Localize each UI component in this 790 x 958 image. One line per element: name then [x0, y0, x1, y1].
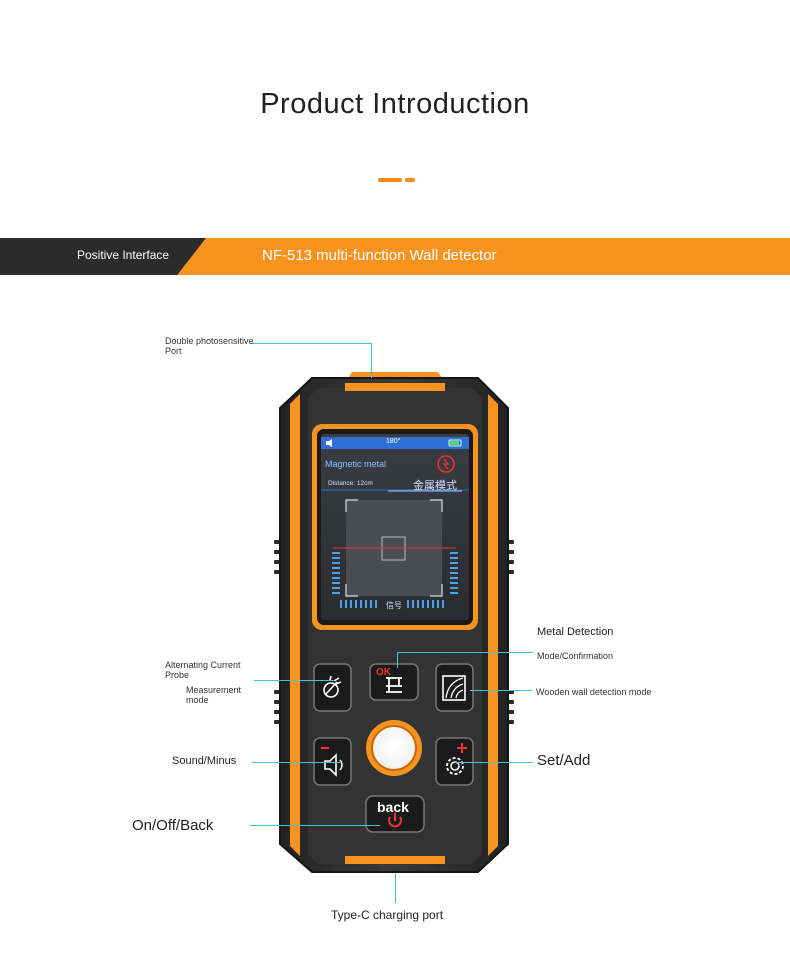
- wood-mode-button: [435, 663, 474, 712]
- lens-window: [366, 720, 422, 776]
- screen-signal-label: 信号: [386, 601, 402, 610]
- leader-set: [455, 762, 533, 763]
- sound-minus-button: [313, 737, 352, 786]
- title-accent-dash: [378, 178, 402, 182]
- ok-button: [369, 663, 419, 701]
- leader-wood: [470, 690, 532, 691]
- callout-mode-confirmation: Mode/Confirmation: [537, 651, 614, 661]
- leader-double-port-v: [371, 343, 372, 378]
- speaker-icon: [326, 439, 332, 447]
- ac-probe-button: [313, 663, 352, 712]
- leader-ok-h: [397, 652, 533, 653]
- leader-double-port-h: [251, 343, 371, 344]
- callout-on-off-back: On/Off/Back: [132, 817, 214, 834]
- callout-double-port: Double photosensitive Port: [165, 336, 254, 356]
- signal-meter: [332, 552, 458, 608]
- title-accent-dot: [405, 178, 415, 182]
- callout-wooden-wall: Wooden wall detection mode: [536, 687, 652, 697]
- set-add-button: [435, 737, 474, 786]
- screen-distance: Distance: 12cm: [328, 480, 373, 487]
- leader-sound: [252, 762, 340, 763]
- callout-sound-minus: Sound/Minus: [172, 755, 237, 767]
- leader-type-c: [395, 873, 396, 903]
- page-title: Product Introduction: [260, 88, 530, 120]
- banner-product-name: NF-513 multi-function Wall detector: [262, 247, 497, 264]
- back-label[interactable]: back: [377, 799, 409, 815]
- metal-mode-icon: [437, 455, 455, 473]
- screen-mode-cn: 金属模式: [413, 479, 457, 492]
- back-power-button: [365, 795, 425, 833]
- screen-mode-title: Magnetic metal: [325, 459, 387, 469]
- screen-angle: 180°: [386, 438, 401, 445]
- leader-ac-probe: [254, 680, 334, 681]
- callout-metal-detection: Metal Detection: [537, 626, 614, 638]
- leader-ok-v: [397, 652, 398, 668]
- ok-label[interactable]: OK: [376, 667, 391, 678]
- battery-icon: [448, 439, 462, 447]
- callout-ac-probe: Alternating Current Probe: [165, 660, 241, 680]
- leader-power: [250, 825, 380, 826]
- callout-type-c: Type-C charging port: [331, 908, 444, 922]
- callout-measurement-mode: Measurement mode: [186, 685, 242, 705]
- section-banner: Positive Interface NF-513 multi-function…: [0, 238, 790, 275]
- banner-left-label: Positive Interface: [77, 248, 170, 262]
- callout-set-add: Set/Add: [537, 752, 591, 769]
- banner-left-tab: [0, 238, 206, 275]
